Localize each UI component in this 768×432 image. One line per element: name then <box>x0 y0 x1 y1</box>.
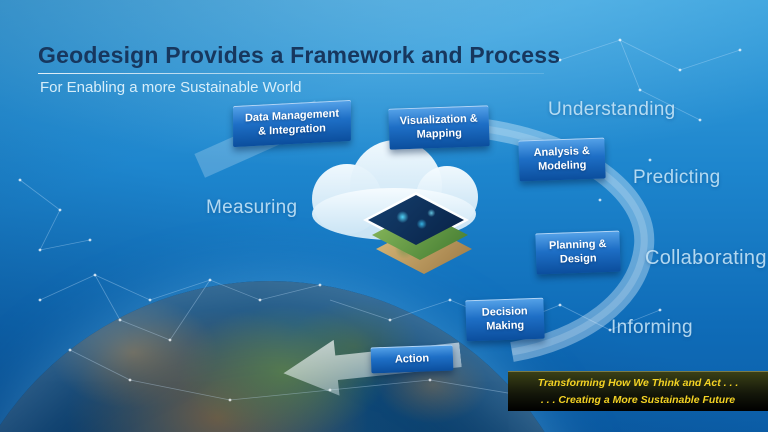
process-box-label: Making <box>486 319 525 333</box>
process-box-decision: Decision Making <box>465 297 545 341</box>
tagline-banner: Transforming How We Think and Act . . . … <box>508 371 768 411</box>
stage-label-collaborating: Collaborating <box>645 247 767 269</box>
stage-label-informing: Informing <box>611 317 693 338</box>
process-box-visualization: Visualization & Mapping <box>388 105 490 150</box>
process-box-label: Mapping <box>416 127 463 142</box>
process-box-data-management: Data Management & Integration <box>233 99 351 147</box>
tagline-line-1: Transforming How We Think and Act . . . <box>537 377 739 390</box>
stage-label-measuring: Measuring <box>206 197 298 218</box>
process-box-label: Modeling <box>537 159 587 174</box>
stage-label-predicting: Predicting <box>633 167 721 188</box>
process-box-label: Planning & <box>548 238 607 253</box>
slide-title: Geodesign Provides a Framework and Proce… <box>38 42 561 68</box>
tagline-line-2: . . . Creating a More Sustainable Future <box>540 393 736 406</box>
process-box-planning: Planning & Design <box>535 230 621 275</box>
process-box-label: Decision <box>481 305 528 319</box>
stage-label-understanding: Understanding <box>548 99 676 120</box>
slide-subtitle: For Enabling a more Sustainable World <box>40 79 302 96</box>
process-box-analysis: Analysis & Modeling <box>518 137 606 182</box>
process-box-label: Analysis & <box>533 145 591 159</box>
process-box-label: Design <box>559 252 597 266</box>
process-box-label: Action <box>394 352 430 366</box>
process-box-action: Action <box>370 344 454 374</box>
title-underline <box>38 73 544 74</box>
